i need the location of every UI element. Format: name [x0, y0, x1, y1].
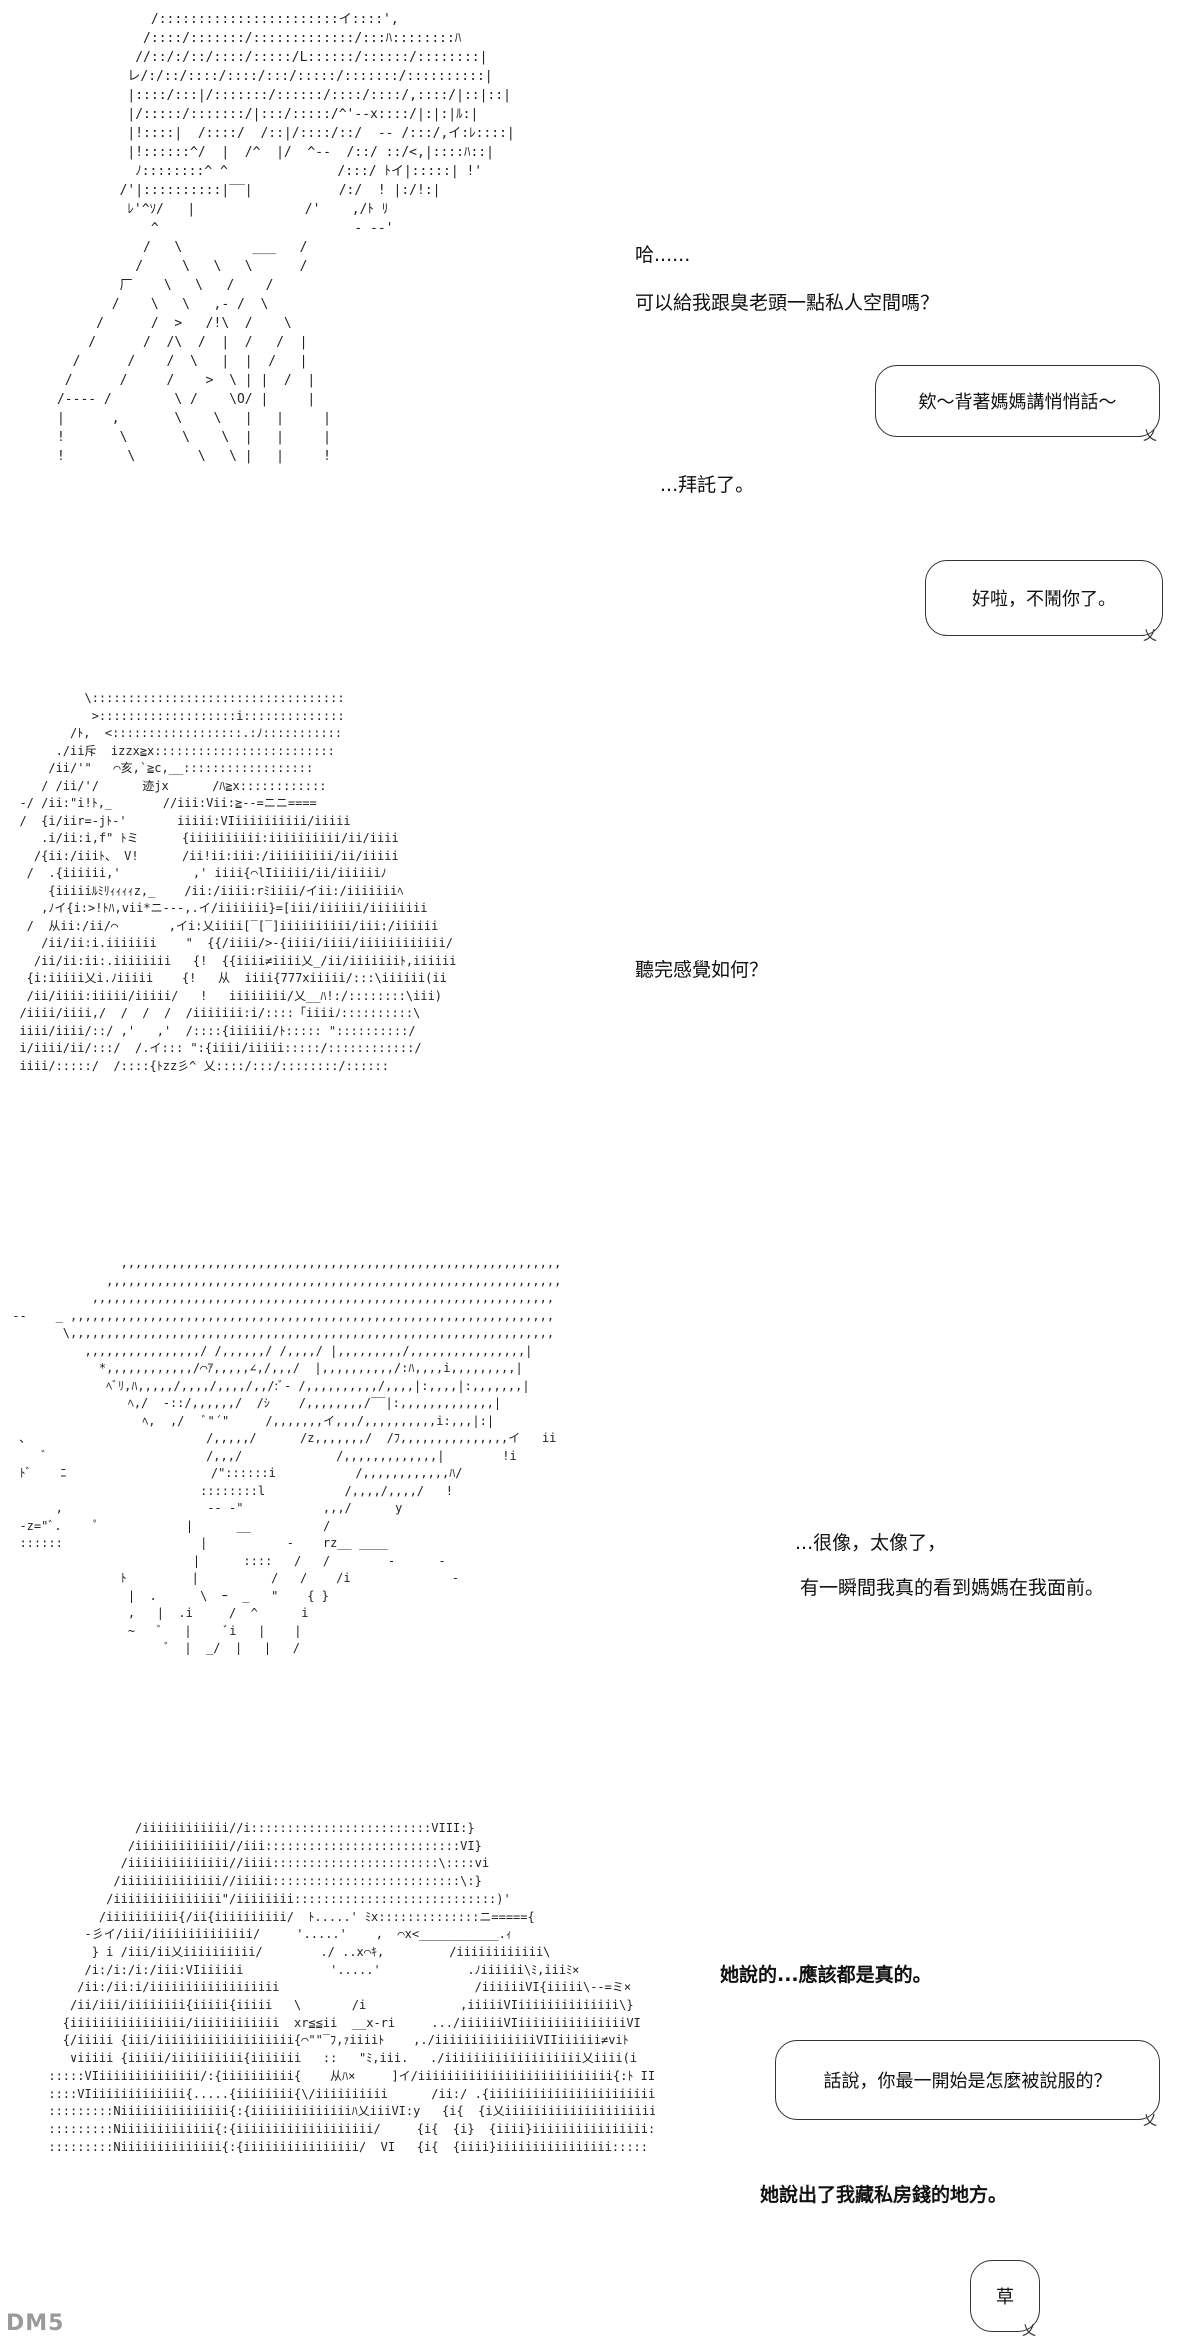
dialogue-line: 聽完感覺如何？	[635, 959, 769, 981]
dialogue-line: ...拜託了。	[660, 474, 755, 496]
ascii-art-figure-2: \::::::::::::::::::::::::::::::::::: >::…	[19, 691, 457, 1073]
bubble-tail-icon: 乂	[1143, 628, 1157, 644]
ascii-art-figure-1: /:::::::::::::::::::::::イ::::', /::::/::…	[56, 12, 515, 464]
watermark-logo: DM5	[6, 2311, 65, 2336]
dialogue-line: ...很像，太像了，	[795, 1532, 947, 1554]
bubble-tail-icon: 乂	[1143, 428, 1157, 444]
dialogue-line: 哈......	[635, 244, 691, 266]
dialogue-line: 可以給我跟臭老頭一點私人空間嗎？	[635, 292, 940, 314]
speech-bubble: 話說，你最一開始是怎麼被說服的？	[775, 2040, 1160, 2120]
bubble-tail-icon: 乂	[1022, 2323, 1036, 2339]
dialogue-line: 她說的...應該都是真的。	[720, 1964, 932, 1986]
panel-3: ,,,,,,,,,,,,,,,,,,,,,,,,,,,,,,,,,,,,,,,,…	[0, 1255, 1200, 1815]
bubble-tail-icon: 乂	[1143, 2113, 1157, 2129]
panel-2: \::::::::::::::::::::::::::::::::::: >::…	[0, 690, 1200, 1250]
ascii-art-figure-3: ,,,,,,,,,,,,,,,,,,,,,,,,,,,,,,,,,,,,,,,,…	[12, 1256, 562, 1655]
speech-bubble: 好啦，不鬧你了。	[925, 560, 1163, 636]
speech-bubble: 草	[970, 2260, 1040, 2332]
ascii-art-figure-4: /iiiiiiiiiiii//i::::::::::::::::::::::::…	[48, 1821, 655, 2154]
dialogue-line: 有一瞬間我真的看到媽媽在我面前。	[800, 1577, 1105, 1599]
panel-1: /:::::::::::::::::::::::イ::::', /::::/::…	[0, 0, 1200, 680]
panel-4: /iiiiiiiiiiii//i::::::::::::::::::::::::…	[0, 1820, 1200, 2344]
dialogue-line: 她說出了我藏私房錢的地方。	[760, 2184, 1008, 2206]
speech-bubble: 欸～背著媽媽講悄悄話～	[875, 365, 1160, 437]
